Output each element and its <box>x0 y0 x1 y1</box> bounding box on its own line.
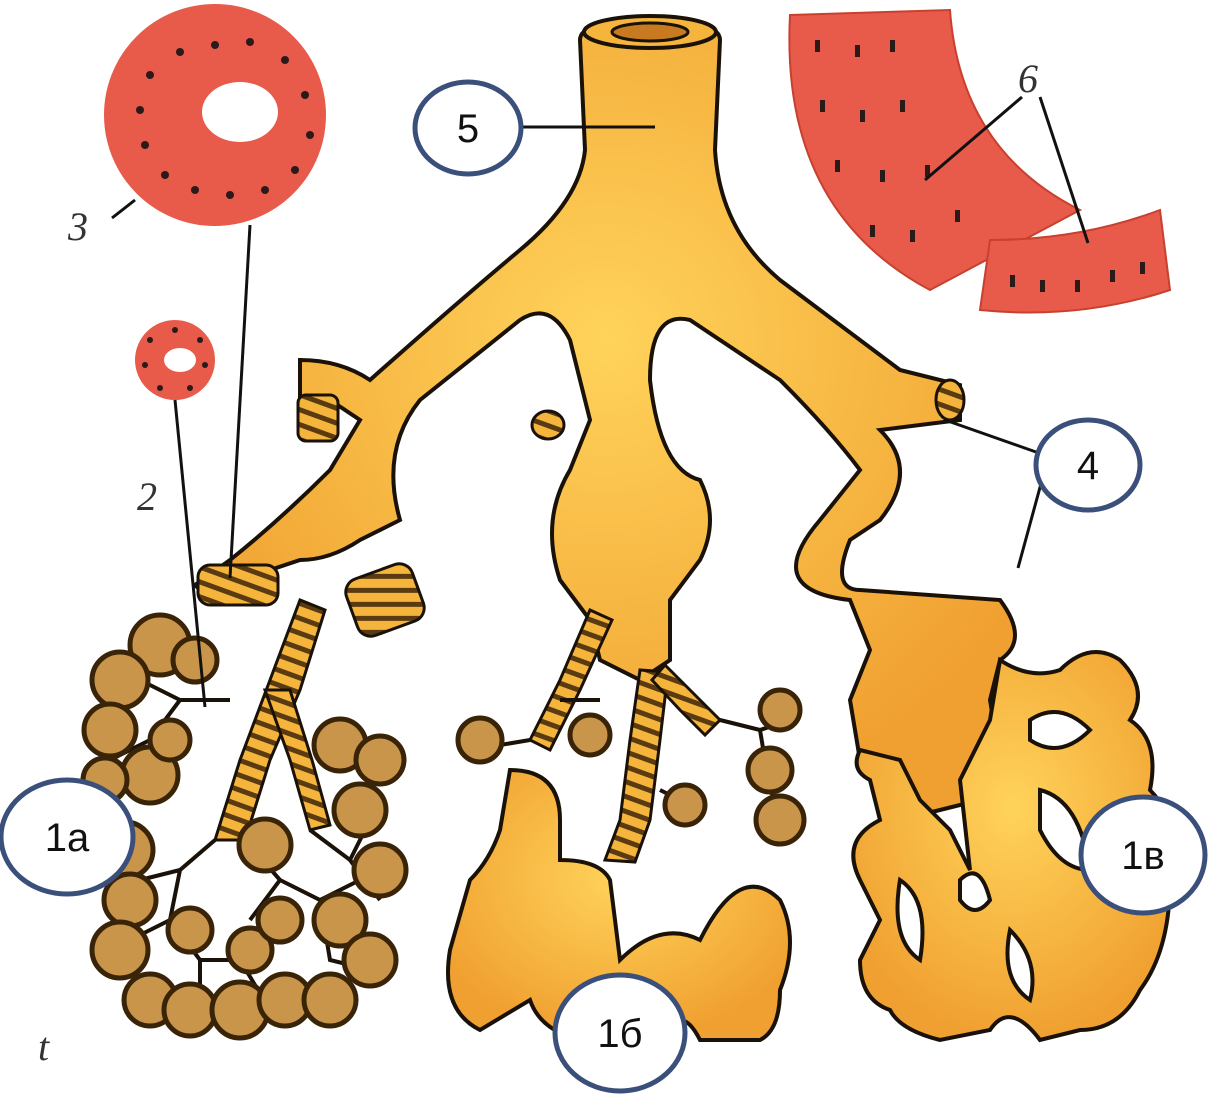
callout-1a: 1а <box>1 780 133 894</box>
left-stub-rings <box>298 395 338 441</box>
callout-1v-text: 1в <box>1121 834 1165 878</box>
small-lumen <box>164 348 196 372</box>
duct-lumen <box>612 23 688 41</box>
label-6: 6 <box>1018 56 1038 101</box>
large-lumen <box>202 82 278 142</box>
cross-section-small <box>135 320 215 400</box>
callout-5: 5 <box>415 82 521 174</box>
callout-1v: 1в <box>1081 797 1205 913</box>
middle-ringed-duct-center <box>605 670 668 862</box>
callout-5-text: 5 <box>457 107 479 151</box>
callout-1b: 1б <box>555 975 685 1091</box>
left-lower-stub-rings <box>198 565 278 605</box>
middle-stub <box>532 411 564 439</box>
label-2: 2 <box>137 474 157 519</box>
corner-mark: t <box>38 1024 50 1069</box>
callout-4-text: 4 <box>1077 444 1099 488</box>
right-stub-opening <box>936 380 964 420</box>
callout-1b-text: 1б <box>597 1012 642 1056</box>
cross-section-large <box>107 7 323 223</box>
label-3: 3 <box>67 204 88 249</box>
left-side-stub-rings <box>342 560 428 640</box>
callout-4: 4 <box>1036 420 1140 510</box>
callout-1a-text: 1а <box>45 816 90 860</box>
